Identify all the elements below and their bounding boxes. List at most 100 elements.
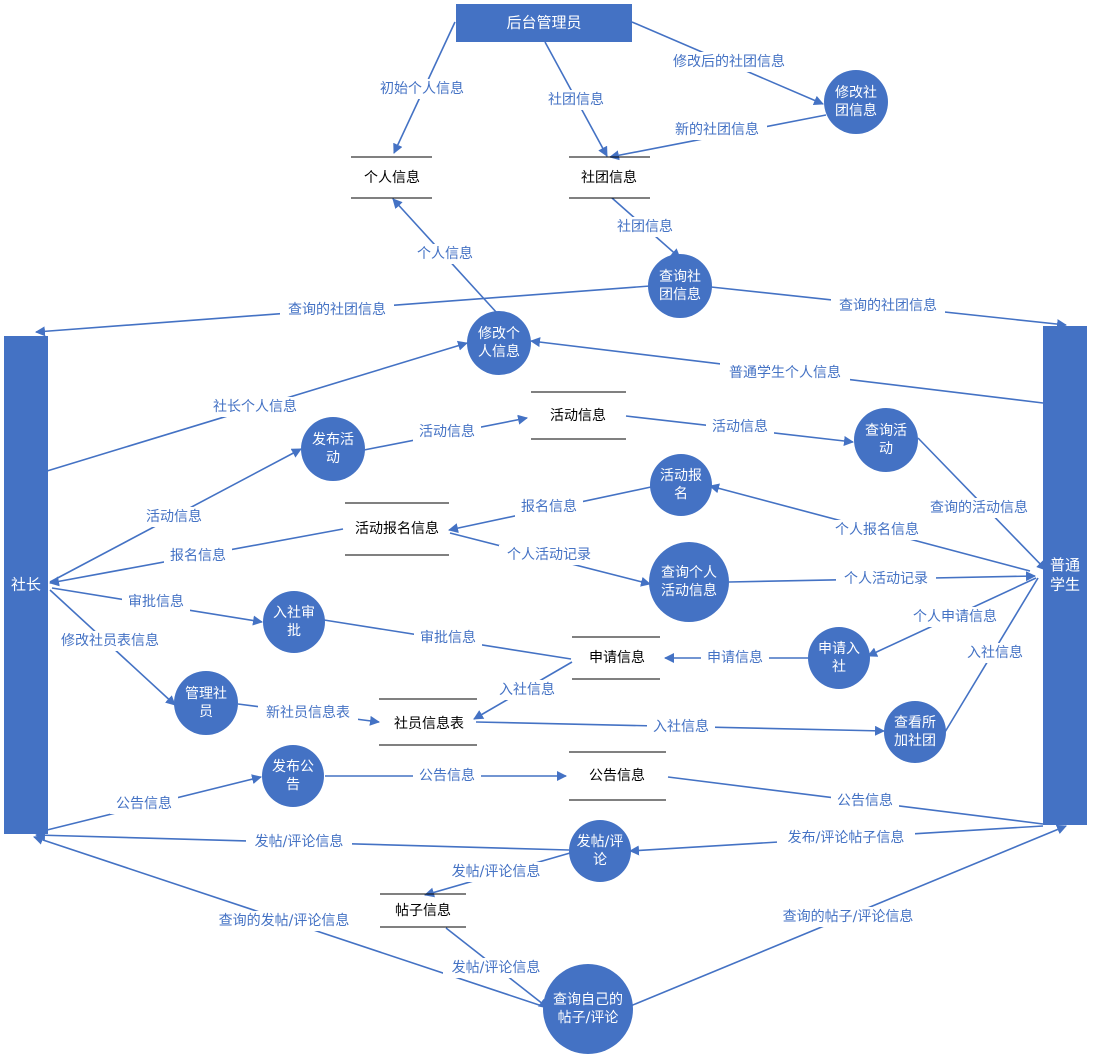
svg-text:社团信息: 社团信息	[548, 91, 604, 108]
svg-text:查询的发帖/评论信息: 查询的发帖/评论信息	[219, 912, 350, 929]
query-activity-label-line: 动	[879, 441, 893, 457]
query-personal-activity-label-line: 活动信息	[661, 582, 717, 599]
svg-text:公告信息: 公告信息	[116, 795, 172, 812]
flow-label-join-info-to-member: 入社信息	[493, 680, 561, 700]
svg-text:查询的社团信息: 查询的社团信息	[288, 301, 386, 318]
flow-label-approval-info-to-approve: 审批信息	[122, 592, 190, 612]
flow-label-student-personal-info: 普通学生个人信息	[720, 363, 850, 383]
flow-label-post-comment-to-query: 发帖/评论信息	[443, 958, 549, 978]
store-member-table: 社员信息表	[379, 698, 477, 746]
svg-text:帖子信息: 帖子信息	[395, 902, 451, 919]
svg-text:社员信息表: 社员信息表	[394, 715, 464, 732]
query-personal-activity-label-line: 查询个人	[661, 565, 717, 581]
publish-activity-label-line: 动	[326, 450, 340, 466]
svg-text:新的社团信息: 新的社团信息	[675, 121, 759, 138]
post-comment-circle	[569, 820, 631, 882]
flow-label-modified-club-info: 修改后的社团信息	[664, 52, 794, 72]
flow-label-queried-club-info-right: 查询的社团信息	[831, 296, 945, 316]
query-club-label-line: 团信息	[659, 286, 701, 303]
svg-text:个人申请信息: 个人申请信息	[913, 608, 997, 625]
svg-text:普通学生个人信息: 普通学生个人信息	[729, 364, 841, 381]
svg-text:修改后的社团信息: 修改后的社团信息	[673, 53, 785, 70]
process-post-comment: 发帖/评论	[569, 820, 631, 882]
store-activity-signup-info: 活动报名信息	[345, 502, 449, 556]
flow-label-personal-activity-record-right: 个人活动记录	[836, 569, 936, 589]
svg-text:发帖/评论信息: 发帖/评论信息	[255, 833, 344, 850]
svg-text:个人信息: 个人信息	[364, 169, 420, 186]
post-comment-label-line: 发帖/评	[577, 834, 624, 850]
flow-label-signup-info: 报名信息	[515, 497, 583, 517]
flow-label-initial-personal-info: 初始个人信息	[373, 79, 471, 99]
modify-personal-circle	[467, 311, 531, 375]
flow-label-queried-post-comment-left: 查询的发帖/评论信息	[207, 911, 361, 931]
join-approve-label-line: 入社审	[273, 605, 315, 621]
publish-notice-label-line: 告	[286, 777, 300, 793]
flow-label-new-member-table: 新社员信息表	[258, 703, 358, 723]
svg-text:入社信息: 入社信息	[653, 718, 709, 735]
flow-label-signup-info-to-president: 报名信息	[164, 546, 232, 566]
flow-label-queried-post-comment-right: 查询的帖子/评论信息	[771, 907, 925, 927]
flow-label-queried-activity-info: 查询的活动信息	[922, 498, 1036, 518]
apply-join-label-line: 申请入	[818, 641, 860, 657]
svg-text:审批信息: 审批信息	[128, 593, 184, 610]
svg-text:社团信息: 社团信息	[581, 169, 637, 186]
entity-student: 普通学生	[1043, 326, 1087, 825]
activity-signup-circle	[650, 454, 712, 516]
modify-personal-label-line: 修改个	[478, 326, 520, 342]
flow-label-modify-member-info: 修改社员表信息	[52, 631, 168, 651]
flow-label-join-info-from-view: 入社信息	[961, 643, 1029, 663]
flow-label-post-comment-to-store: 发帖/评论信息	[443, 862, 549, 882]
entity-president: 社长	[4, 336, 48, 834]
flow-label-approval-info-to-store: 审批信息	[414, 628, 482, 648]
flow-label-publish-activity-info: 活动信息	[413, 422, 481, 442]
svg-text:个人活动记录: 个人活动记录	[507, 547, 591, 563]
modify-club-label-line: 团信息	[835, 102, 877, 119]
svg-text:活动信息: 活动信息	[550, 407, 606, 424]
svg-text:公告信息: 公告信息	[419, 767, 475, 784]
svg-text:个人报名信息: 个人报名信息	[835, 521, 919, 538]
svg-text:审批信息: 审批信息	[420, 629, 476, 646]
flow-label-notice-info-to-publish: 公告信息	[110, 794, 178, 814]
flow-label-president-personal-info: 社长个人信息	[205, 397, 305, 417]
entity-student-label: 普通学生	[1050, 556, 1080, 594]
flow-label-store-club-info: 社团信息	[611, 217, 679, 237]
svg-text:入社信息: 入社信息	[967, 644, 1023, 661]
svg-text:查询的活动信息: 查询的活动信息	[930, 499, 1028, 516]
svg-text:发布/评论帖子信息: 发布/评论帖子信息	[788, 829, 905, 846]
query-activity-label-line: 查询活	[865, 423, 907, 439]
svg-text:后台管理员: 后台管理员	[506, 14, 581, 32]
view-joined-label-line: 查看所	[894, 715, 936, 731]
svg-text:发帖/评论信息: 发帖/评论信息	[452, 959, 541, 976]
svg-text:活动信息: 活动信息	[419, 423, 475, 440]
flow-label-application-info: 申请信息	[701, 648, 769, 668]
store-activity-info: 活动信息	[531, 391, 626, 440]
publish-notice-circle	[262, 745, 324, 807]
svg-text:活动信息: 活动信息	[146, 508, 202, 525]
svg-text:公告信息: 公告信息	[589, 767, 645, 784]
svg-text:申请信息: 申请信息	[589, 649, 645, 666]
query-own-posts-label-line: 帖子/评论	[558, 1010, 619, 1026]
flow-label-personal-signup-info: 个人报名信息	[827, 520, 927, 540]
flow-label-admin-club-info: 社团信息	[542, 90, 610, 110]
svg-text:申请信息: 申请信息	[707, 649, 763, 666]
svg-text:报名信息: 报名信息	[170, 547, 226, 564]
svg-text:初始个人信息: 初始个人信息	[380, 80, 464, 97]
svg-text:公告信息: 公告信息	[837, 792, 893, 809]
entity-admin: 后台管理员	[456, 4, 632, 42]
store-club-info: 社团信息	[569, 156, 650, 199]
store-personal-info: 个人信息	[351, 156, 432, 199]
svg-text:社长个人信息: 社长个人信息	[213, 398, 297, 415]
query-own-posts-label-line: 查询自己的	[553, 992, 623, 1008]
query-personal-activity-circle	[649, 542, 729, 622]
store-application-info: 申请信息	[572, 636, 660, 680]
flow-label-notice-info-to-store: 公告信息	[413, 766, 481, 786]
join-approve-circle	[263, 591, 325, 653]
